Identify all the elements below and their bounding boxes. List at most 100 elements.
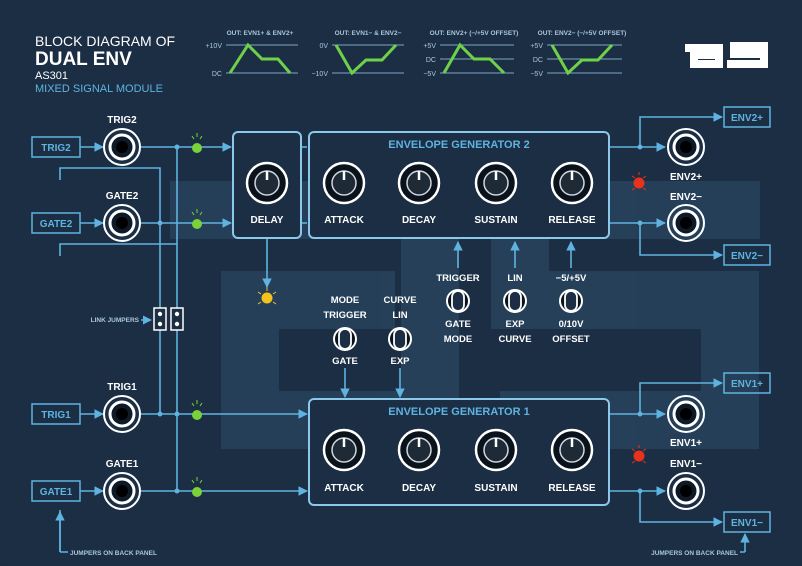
offset-switch-eg2-bottom2: OFFSET [552,334,590,345]
waveform-3-top: +5V [423,43,436,50]
waveform-3: OUT: ENV2+ (−/+5V OFFSET) +5V DC −5V [423,30,518,78]
output-env2m-label: ENV2− [731,251,763,262]
eg2-sustain-label: SUSTAIN [474,215,517,226]
eg2-attack-knob [322,161,366,205]
jumpers-note-left: JUMPERS ON BACK PANEL [70,550,157,557]
mode-switch-eg2-top: TRIGGER [436,273,479,284]
eg1-release-label: RELEASE [548,483,596,494]
jack-gate2: GATE2 [103,191,141,242]
waveform-1-top: +10V [205,43,222,50]
eg2-sustain-knob [474,161,518,205]
eg2-decay-knob [397,161,441,205]
mode-switch-eg2: TRIGGER GATE MODE [436,273,479,345]
waveform-2-curve [334,43,398,76]
jack-trig2-label: TRIG2 [107,115,137,126]
delay-label: DELAY [251,215,284,226]
header-line1: BLOCK DIAGRAM OF [35,33,175,49]
envelope-generator-2: ENVELOPE GENERATOR 2 ATTACK DECAY SUSTAI… [308,131,610,239]
delay-knob [245,161,289,205]
curve-switch-eg1-bottom: EXP [390,356,410,367]
a5-logo [685,42,768,68]
jack-trig1-label: TRIG1 [107,382,137,393]
eg2-release-knob [550,161,594,205]
eg1-sustain-label: SUSTAIN [474,483,517,494]
output-env1m: ENV1− [723,511,771,533]
offset-switch-eg2-top: −5/+5V [556,273,587,284]
eg1-title: ENVELOPE GENERATOR 1 [388,406,529,418]
mode-switch-eg1-top2: TRIGGER [323,310,366,321]
waveform-3-title: OUT: ENV2+ (−/+5V OFFSET) [430,30,519,37]
mode-switch-eg1-top1: MODE [331,295,360,306]
jack-env2m: ENV2− [667,192,705,242]
mode-switch-eg2-bottom1: GATE [445,319,471,330]
jack-trig2: TRIG2 [103,115,141,166]
curve-switch-eg2-top: LIN [507,273,522,284]
led-env1 [631,445,647,464]
led-trig1 [191,400,203,420]
mode-switch-eg2-bottom2: MODE [444,334,473,345]
delay-module: DELAY [232,131,302,239]
led-gate2 [191,209,203,229]
watermark-logo [170,181,760,449]
curve-switch-eg2-bottom2: CURVE [498,334,531,345]
output-env2m: ENV2− [723,244,771,266]
curve-switch-eg1-top2: LIN [392,310,407,321]
eg1-decay-knob [397,428,441,472]
header-title: DUAL ENV [35,49,132,70]
jack-trig1: TRIG1 [103,382,141,433]
input-trig2-label: TRIG2 [41,143,71,154]
jack-env2p: ENV2+ [667,128,705,183]
waveform-1: OUT: EVN1+ & ENV2+ +10V DC [205,30,298,78]
waveform-1-curve [228,42,292,74]
jack-env1m-label: ENV1− [670,459,702,470]
mode-switch-eg1-bottom: GATE [332,356,358,367]
jack-env1p-label: ENV1+ [670,438,702,449]
waveform-2-top: 0V [319,43,328,50]
jack-gate1: GATE1 [103,459,141,510]
waveform-4-mid: DC [533,57,543,64]
waveform-4-title: OUT: ENV2− (−/+5V OFFSET) [538,30,627,37]
curve-switch-eg1-top1: CURVE [383,295,416,306]
jack-env2p-label: ENV2+ [670,172,702,183]
waveform-3-curve [442,42,506,75]
output-env2p-label: ENV2+ [731,113,763,124]
eg2-title: ENVELOPE GENERATOR 2 [388,139,529,151]
eg2-attack-label: ATTACK [324,215,364,226]
output-env1m-label: ENV1− [731,518,763,529]
input-gate1-label: GATE1 [40,487,73,498]
eg1-attack-label: ATTACK [324,483,364,494]
output-env1p: ENV1+ [723,372,771,394]
waveform-3-bottom: −5V [423,71,436,78]
eg1-release-knob [550,428,594,472]
eg2-decay-label: DECAY [402,215,436,226]
led-trig2 [191,133,203,153]
curve-switch-eg1: CURVE LIN EXP [383,295,416,367]
mode-switch-eg1: MODE TRIGGER GATE [323,295,366,367]
curve-switch-eg2: LIN EXP CURVE [498,273,531,345]
waveform-1-bottom: DC [212,71,222,78]
jumpers-note-right: JUMPERS ON BACK PANEL [651,550,738,557]
jack-env2m-label: ENV2− [670,192,702,203]
eg1-attack-knob [322,428,366,472]
waveform-2-title: OUT: EVN1− & ENV2− [335,30,402,37]
waveform-1-title: OUT: EVN1+ & ENV2+ [227,30,294,37]
input-gate2: GATE2 [31,212,81,234]
waveform-4-bottom: −5V [530,71,543,78]
waveform-4: OUT: ENV2− (−/+5V OFFSET) +5V DC −5V [530,30,626,78]
input-trig1-label: TRIG1 [41,410,71,421]
input-gate2-label: GATE2 [40,219,73,230]
led-gate1 [191,477,203,497]
led-delay [257,287,277,305]
eg2-release-label: RELEASE [548,215,596,226]
input-trig2: TRIG2 [31,136,81,158]
jack-env1m: ENV1− [667,459,705,510]
input-trig1: TRIG1 [31,403,81,425]
header-subtitle: MIXED SIGNAL MODULE [35,83,163,95]
offset-switch-eg2: −5/+5V 0/10V OFFSET [552,273,590,345]
eg1-decay-label: DECAY [402,483,436,494]
waveform-3-mid: DC [426,57,436,64]
curve-switch-eg2-bottom1: EXP [505,319,525,330]
output-env2p: ENV2+ [723,106,771,128]
eg1-sustain-knob [474,428,518,472]
